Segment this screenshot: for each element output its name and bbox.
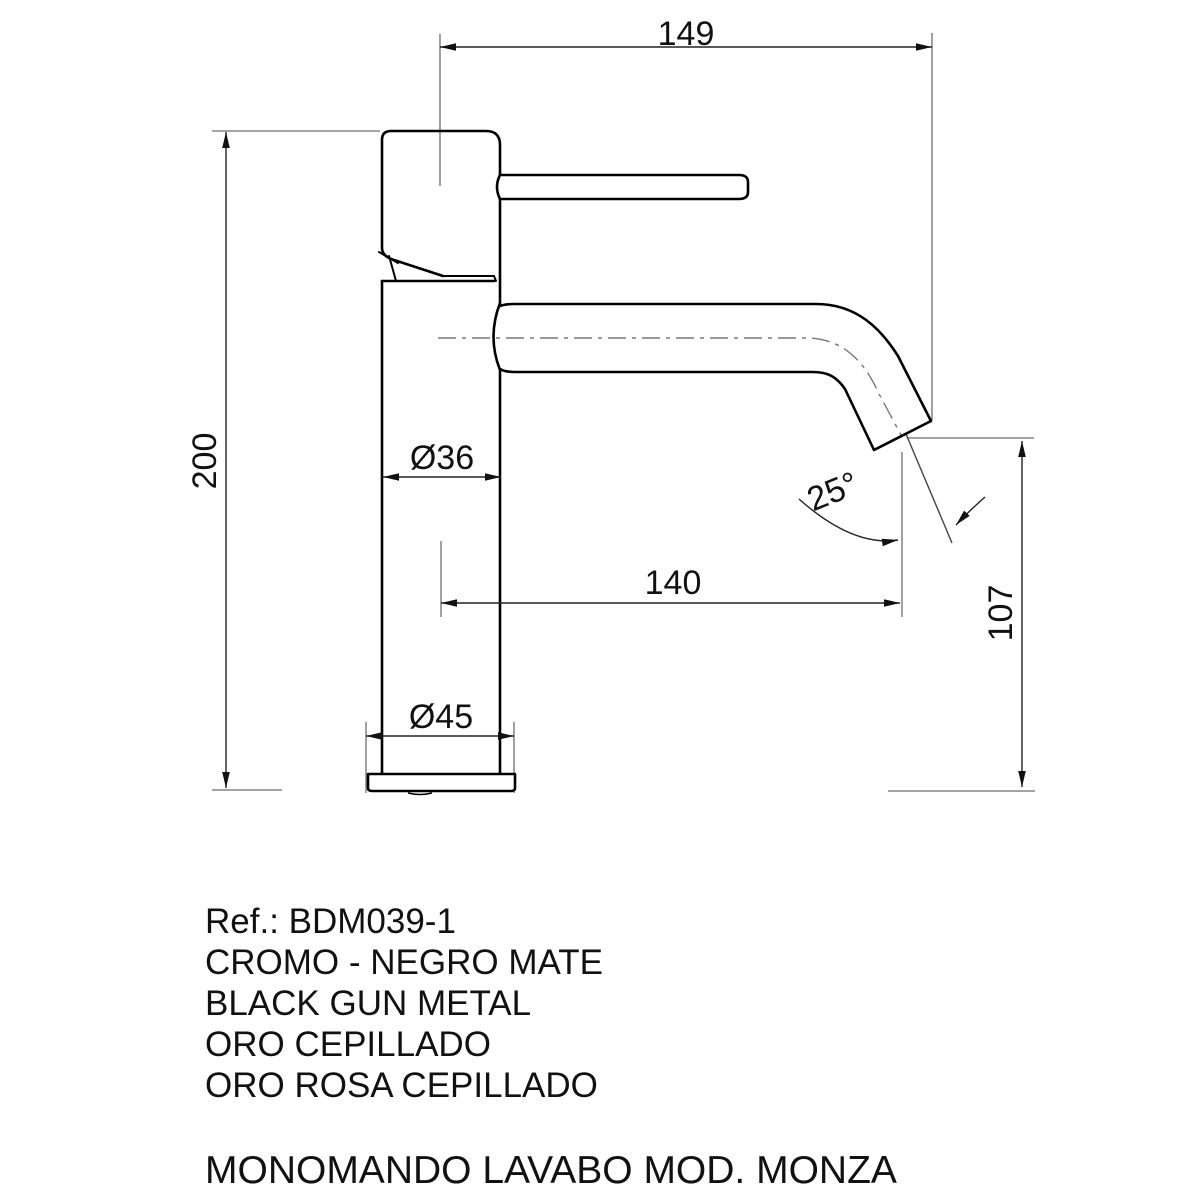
spout-body-intersection bbox=[492, 301, 502, 776]
base-plate bbox=[366, 772, 517, 793]
angle-arc-left bbox=[798, 498, 899, 547]
cartridge-dome-line bbox=[388, 255, 397, 282]
base-seal-line bbox=[407, 792, 433, 796]
product-reference: Ref.: BDM039-1 bbox=[205, 902, 456, 941]
product-info-block: Ref.: BDM039-1 CROMO - NEGRO MATE BLACK … bbox=[205, 902, 897, 1192]
label-spout-reach: 140 bbox=[645, 564, 702, 602]
spout-centerline bbox=[438, 337, 902, 436]
faucet-spout bbox=[498, 302, 933, 452]
label-spout-angle: 25° bbox=[802, 465, 864, 519]
extension-lines bbox=[212, 33, 1035, 793]
dimension-labels: 149 200 Ø36 140 107 Ø45 25° bbox=[186, 15, 1020, 736]
finish-option-4: ORO ROSA CEPILLADO bbox=[205, 1066, 598, 1105]
finish-option-2: BLACK GUN METAL bbox=[205, 984, 531, 1023]
faucet-lever bbox=[495, 173, 750, 201]
label-total-reach: 149 bbox=[658, 15, 715, 53]
product-title: MONOMANDO LAVABO MOD. MONZA bbox=[205, 1149, 897, 1192]
faucet-handle-head bbox=[380, 129, 502, 305]
label-total-height: 200 bbox=[186, 433, 224, 490]
finish-option-3: ORO CEPILLADO bbox=[205, 1025, 491, 1064]
dimension-lines bbox=[222, 43, 1026, 788]
handle-head-bottom-edge bbox=[442, 275, 497, 282]
faucet-outline bbox=[366, 129, 953, 796]
label-spout-height: 107 bbox=[982, 585, 1020, 642]
spout-axis-extension-line bbox=[905, 433, 953, 544]
label-body-diameter: Ø36 bbox=[410, 439, 474, 477]
label-base-diameter: Ø45 bbox=[409, 698, 473, 736]
angle-arc-right bbox=[955, 496, 986, 526]
finish-option-1: CROMO - NEGRO MATE bbox=[205, 943, 603, 982]
